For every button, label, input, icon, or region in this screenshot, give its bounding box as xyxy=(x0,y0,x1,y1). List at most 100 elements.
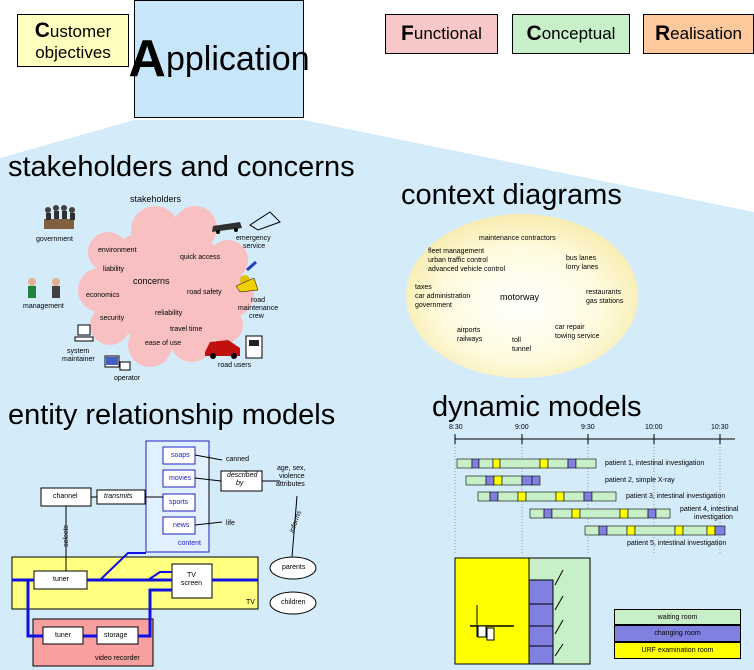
stakeholder-road-crew-2: maintenance xyxy=(238,305,279,312)
tab-application-rest: pplication xyxy=(165,39,310,78)
video-recorder-label: video recorder xyxy=(95,655,140,662)
life-label: life xyxy=(226,520,235,527)
tab-conceptual-rest: onceptual xyxy=(541,24,616,43)
patient-label: patient 5, intestinal investigation xyxy=(627,540,727,547)
management-icon xyxy=(28,278,60,298)
tab-realisation-rest: ealisation xyxy=(670,24,742,43)
concern-item: economics xyxy=(86,292,120,299)
context-item: maintenance contractors xyxy=(479,235,556,242)
described-label-1: described xyxy=(227,472,258,479)
stakeholder-system-maintainer-2: maintainer xyxy=(62,356,95,363)
road-maintenance-icon xyxy=(235,260,259,293)
parents-node: parents xyxy=(282,564,306,571)
legend-urf-label: URF examination room xyxy=(641,647,714,654)
time-tick: 10:30 xyxy=(711,424,729,431)
context-item: car administration xyxy=(415,293,471,300)
stakeholder-system-maintainer-1: system xyxy=(67,348,90,355)
legend-waiting-label: waiting room xyxy=(657,613,698,621)
tab-customer-rest: ustomer xyxy=(49,21,112,41)
time-tick: 10:00 xyxy=(645,424,663,431)
stakeholder-road-crew-1: road xyxy=(251,297,266,304)
content-soaps: soaps xyxy=(171,452,190,459)
time-tick: 9:30 xyxy=(581,424,595,431)
concern-item: ease of use xyxy=(145,340,182,347)
concern-item: road safety xyxy=(187,289,222,296)
context-item: towing service xyxy=(555,333,600,340)
vr-tuner-box: tuner xyxy=(55,632,71,639)
storage-box: storage xyxy=(104,632,128,639)
concerns-center-label: concerns xyxy=(133,276,170,286)
content-news: news xyxy=(173,522,190,529)
attributes-label-2: violence xyxy=(279,473,305,480)
context-item: toll xyxy=(512,337,521,344)
children-node: children xyxy=(281,599,306,606)
attributes-label-3: attributes xyxy=(276,481,305,488)
stakeholder-road-crew-3: crew xyxy=(249,313,264,320)
context-item: car repair xyxy=(555,324,585,331)
concern-item: reliability xyxy=(155,310,183,317)
legend-urf: URF examination room xyxy=(614,642,741,659)
tab-application-cap: A xyxy=(128,30,166,88)
tab-functional-rest: unctional xyxy=(413,24,482,43)
stakeholders-heading: stakeholders and concerns xyxy=(8,151,355,183)
stakeholder-operator: operator xyxy=(114,375,141,382)
stakeholder-emergency-1: emergency xyxy=(236,235,271,242)
concern-item: security xyxy=(100,315,125,322)
concern-item: quick access xyxy=(180,254,221,261)
legend-changing: changing room xyxy=(614,625,741,642)
tab-customer-cap: C xyxy=(34,18,50,42)
stakeholder-government: government xyxy=(36,236,73,243)
context-item: urban traffic control xyxy=(428,257,488,264)
patient-label: patient 4, intestinal xyxy=(680,506,739,513)
time-tick: 9:00 xyxy=(515,424,529,431)
stakeholder-road-users: road users xyxy=(218,362,252,369)
content-sports: sports xyxy=(169,499,189,506)
context-item: restaurants xyxy=(586,289,622,296)
tv-screen-2: screen xyxy=(181,580,203,587)
concern-item: liability xyxy=(103,266,125,273)
tv-screen-1: TV xyxy=(187,572,196,579)
described-label-2: by xyxy=(236,480,244,487)
operator-icon xyxy=(104,355,131,371)
patient-3-segment-waiting xyxy=(591,491,617,502)
stakeholders-title: stakeholders xyxy=(130,194,182,204)
dynamic-heading: dynamic models xyxy=(432,391,642,423)
patient-label: patient 1, intestinal investigation xyxy=(605,460,705,467)
tab-functional-cap: F xyxy=(401,22,414,45)
government-icon xyxy=(44,205,75,229)
channel-box: channel xyxy=(53,493,78,500)
concern-item: travel time xyxy=(170,326,203,333)
attributes-label-1: age, sex, xyxy=(277,465,306,472)
tab-realisation-cap: R xyxy=(655,22,671,45)
patient-4-segment-waiting xyxy=(655,508,671,519)
entity-heading: entity relationship models xyxy=(8,399,336,431)
computer-icon xyxy=(74,324,94,342)
content-label: content xyxy=(178,540,201,547)
tv-label: TV xyxy=(246,599,255,606)
context-item: bus lanes xyxy=(566,255,596,262)
time-tick: 8:30 xyxy=(449,424,463,431)
tab-customer-line2: objectives xyxy=(35,42,111,62)
tab-customer-objectives[interactable]: Customer objectives xyxy=(17,14,129,67)
tuner-box: tuner xyxy=(53,576,69,583)
context-item: gas stations xyxy=(586,298,624,305)
stakeholder-management: management xyxy=(23,303,64,310)
content-movies: movies xyxy=(169,475,192,482)
context-item: lorry lanes xyxy=(566,264,599,271)
context-item: railways xyxy=(457,336,483,343)
road-users-icon xyxy=(205,335,263,359)
concern-item: environment xyxy=(98,247,137,254)
patient-5-segment-changing xyxy=(714,525,726,536)
context-item: airports xyxy=(457,327,481,334)
context-center: motorway xyxy=(500,292,540,302)
